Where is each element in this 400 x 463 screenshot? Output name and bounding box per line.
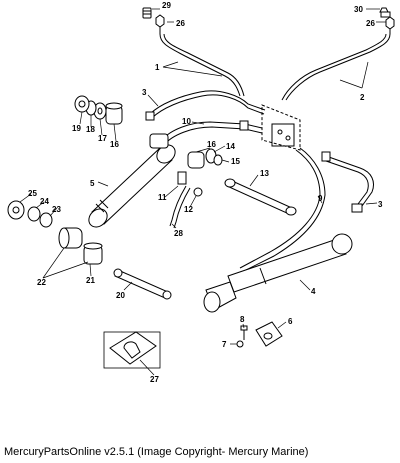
callout-8: 8 [240, 315, 245, 324]
callout-22: 22 [37, 278, 46, 287]
fitting-26-left [155, 14, 165, 34]
valve-block [261, 104, 301, 151]
callout-19: 19 [72, 124, 81, 133]
callout-28: 28 [174, 229, 183, 238]
callout-6: 6 [288, 317, 293, 326]
copyright-caption: MercuryPartsOnline v2.5.1 (Image Copyrig… [4, 446, 309, 458]
callout-17: 17 [98, 134, 107, 143]
screw-7 [236, 340, 244, 348]
callout-16-upper: 16 [110, 140, 119, 149]
hose-2 [281, 33, 391, 101]
callout-27: 27 [150, 375, 159, 384]
callout-7: 7 [222, 340, 227, 349]
clip-12 [193, 187, 203, 197]
fitting-29 [142, 7, 152, 19]
washer-24 [27, 206, 41, 222]
fitting-26-right [385, 16, 395, 34]
rod-13 [224, 178, 297, 216]
bushing-16-middle [187, 151, 205, 169]
nut-25 [7, 200, 25, 220]
clip-27-box [109, 331, 157, 365]
callout-11: 11 [158, 193, 167, 202]
callout-3-left: 3 [142, 88, 147, 97]
washer-23 [39, 212, 53, 228]
hose-1 [159, 33, 245, 97]
callout-23: 23 [52, 205, 61, 214]
callout-5: 5 [90, 179, 95, 188]
callout-1: 1 [155, 63, 160, 72]
bracket-6 [255, 321, 283, 347]
callout-26-right: 26 [366, 19, 375, 28]
hose-3-right [321, 151, 374, 213]
callout-20: 20 [116, 291, 125, 300]
callout-16-middle: 16 [207, 140, 216, 149]
bushing-16-upper [105, 102, 123, 125]
wire-28 [169, 185, 191, 229]
fitting-30 [379, 7, 391, 18]
cylinder-5 [88, 133, 176, 228]
hose-3-upper [145, 90, 266, 121]
rod-20 [113, 268, 172, 300]
callout-26-left: 26 [176, 19, 185, 28]
callout-29: 29 [162, 1, 171, 10]
callout-15: 15 [231, 157, 240, 166]
callout-12: 12 [184, 205, 193, 214]
parts-diagram: 1 2 3 3 4 5 6 7 8 9 10 11 12 13 14 15 16… [7, 1, 395, 384]
callout-9: 9 [318, 194, 323, 203]
nut-15 [213, 154, 223, 166]
bushing-22 [58, 227, 83, 249]
callout-21: 21 [86, 276, 95, 285]
callout-2: 2 [360, 93, 365, 102]
callout-labels: 1 2 3 3 4 5 6 7 8 9 10 11 12 13 14 15 16… [28, 1, 383, 384]
screw-8 [240, 325, 248, 340]
callout-30: 30 [354, 5, 363, 14]
callout-25: 25 [28, 189, 37, 198]
bracket-11 [177, 171, 187, 185]
callout-14: 14 [226, 142, 235, 151]
bushing-21 [83, 242, 103, 265]
callout-24: 24 [40, 197, 49, 206]
callout-3-right: 3 [378, 200, 383, 209]
callout-4: 4 [311, 287, 316, 296]
callout-13: 13 [260, 169, 269, 178]
callout-10: 10 [182, 117, 191, 126]
cylinder-4 [203, 233, 353, 313]
callout-18: 18 [86, 125, 95, 134]
nut-19 [74, 95, 90, 113]
